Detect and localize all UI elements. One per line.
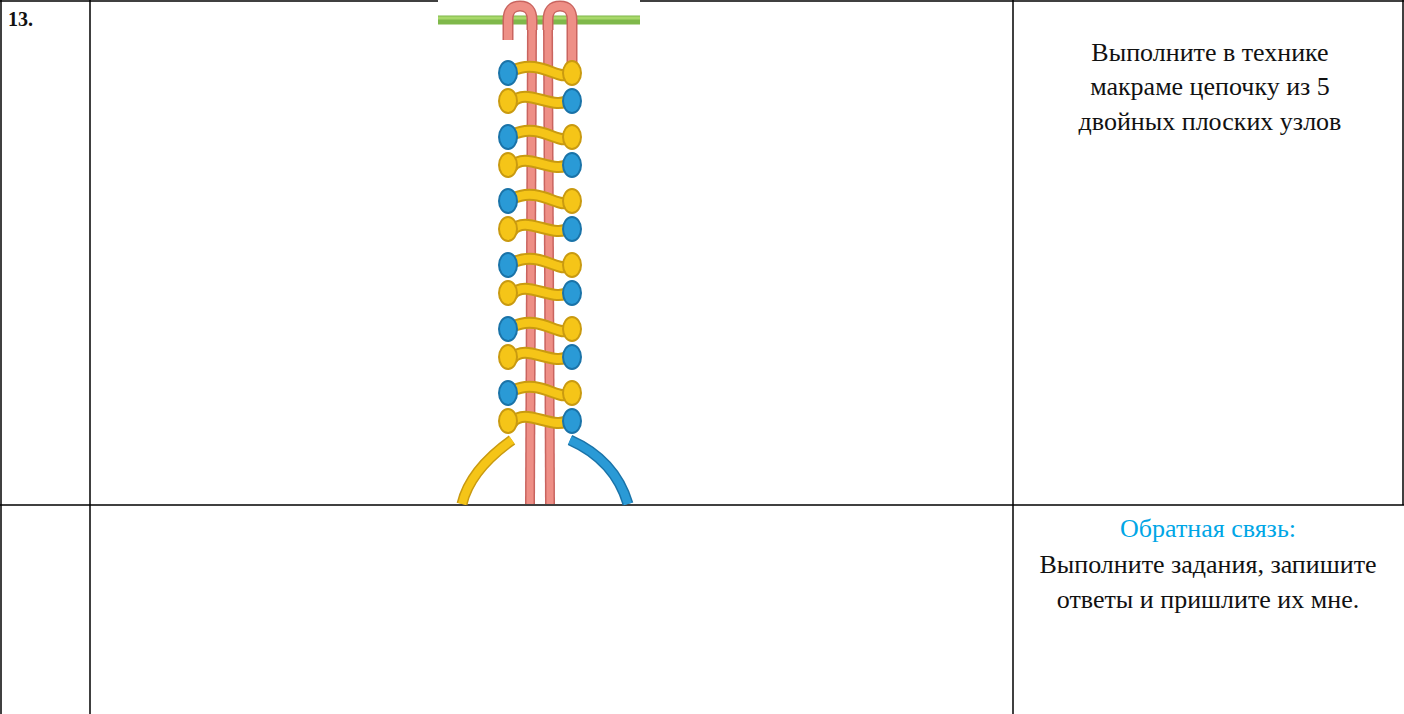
knot-bump — [499, 89, 517, 113]
knot-strand — [512, 195, 570, 204]
feedback-text: Выполните задания, запишите ответы и при… — [1030, 548, 1386, 617]
knot-bump — [563, 317, 581, 341]
knot-strand — [512, 387, 570, 396]
macrame-illustration — [438, 0, 640, 504]
knot-bump — [499, 317, 517, 341]
lark-head-loop — [508, 6, 532, 40]
working-cord — [462, 440, 512, 504]
knot-bump — [563, 281, 581, 305]
knot-strand — [512, 97, 570, 103]
knot-bump — [499, 125, 517, 149]
knot-strand — [512, 97, 570, 103]
knot-strand — [512, 353, 570, 359]
knot-strand — [512, 323, 570, 332]
knot-bump — [499, 281, 517, 305]
knot-strand — [512, 131, 570, 140]
knot-bump — [499, 381, 517, 405]
lark-head-loop — [548, 6, 572, 70]
knot-bump — [563, 345, 581, 369]
knot-strand — [512, 259, 570, 268]
knot-strand — [512, 67, 570, 76]
knot-strand — [512, 225, 570, 231]
knot-bump — [563, 61, 581, 85]
knot-bump — [563, 409, 581, 433]
working-cord — [462, 440, 512, 504]
table-border — [89, 0, 91, 714]
knot-strand — [512, 131, 570, 140]
knot-bump — [499, 345, 517, 369]
feedback-heading: Обратная связь: — [1030, 512, 1386, 546]
knot-bump — [563, 125, 581, 149]
knot-strand — [512, 289, 570, 295]
lark-head-loop — [548, 6, 572, 70]
table-border — [0, 0, 2, 714]
task-text: Выполните в технике макраме цепочку из 5… — [1060, 36, 1360, 139]
knot-strand — [512, 259, 570, 268]
knot-bump — [499, 61, 517, 85]
illustration-ground — [438, 0, 640, 504]
knot-bump — [563, 253, 581, 277]
knot-bump — [499, 189, 517, 213]
knot-bump — [499, 253, 517, 277]
knot-strand — [512, 195, 570, 204]
lark-head-loop — [508, 6, 532, 40]
knot-bump — [563, 381, 581, 405]
table-border — [0, 0, 1404, 2]
task-number: 13. — [8, 6, 84, 32]
table-border — [1012, 0, 1014, 714]
knot-strand — [512, 289, 570, 295]
table-border — [1402, 0, 1404, 505]
knot-bump — [499, 217, 517, 241]
table-border — [0, 504, 1404, 506]
knot-strand — [512, 417, 570, 423]
knot-strand — [512, 225, 570, 231]
working-cord — [570, 440, 628, 504]
knot-bump — [563, 89, 581, 113]
knot-bump — [563, 153, 581, 177]
knot-strand — [512, 353, 570, 359]
knot-strand — [512, 67, 570, 76]
knot-strand — [512, 417, 570, 423]
knot-strand — [512, 387, 570, 396]
knot-bump — [499, 409, 517, 433]
knot-strand — [512, 161, 570, 167]
knot-strand — [512, 323, 570, 332]
knot-bump — [563, 217, 581, 241]
knot-strand — [512, 161, 570, 167]
flat-knots — [499, 61, 581, 433]
holding-rod — [438, 17, 640, 20]
knot-bump — [499, 153, 517, 177]
working-cord — [570, 440, 628, 504]
holding-rod — [438, 16, 640, 25]
knot-bump — [563, 189, 581, 213]
